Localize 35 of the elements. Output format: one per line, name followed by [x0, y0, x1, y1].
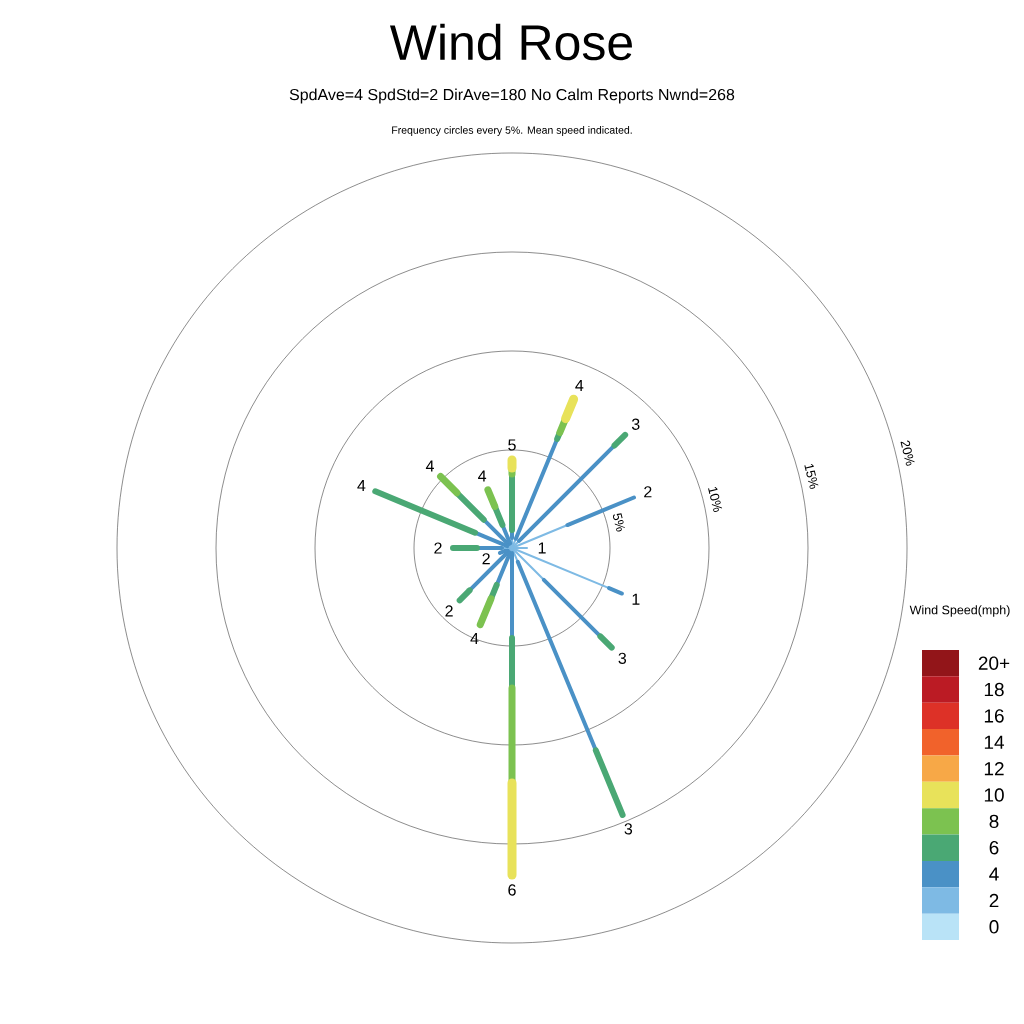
speed-label: 4: [357, 480, 366, 492]
legend-label: 20+: [978, 656, 1010, 670]
speed-label: 3: [618, 652, 627, 664]
speed-label: 1: [632, 593, 640, 605]
legend-label: 16: [984, 709, 1004, 723]
ring-label: 5%: [613, 513, 625, 532]
note: Frequency circles every 5%. Mean speed indicated.: [392, 126, 632, 136]
ring-label: 20%: [900, 440, 915, 466]
legend-label: 18: [984, 682, 1004, 697]
ring-label: 15%: [804, 463, 819, 489]
speed-label: 1: [538, 542, 546, 554]
legend-label: 12: [984, 762, 1004, 776]
speed-label: 6: [508, 884, 516, 896]
legend-label: 0: [989, 920, 999, 934]
speed-label: 5: [508, 439, 516, 451]
legend-label: 14: [984, 735, 1004, 749]
legend-label: 10: [984, 788, 1004, 802]
speed-label: 3: [631, 418, 640, 430]
legend-label: 4: [989, 867, 999, 881]
subtitle: SpdAve=4 SpdStd=2 DirAve=180 No Calm Reports Nwnd=268: [289, 88, 735, 104]
title: Wind Rose: [389, 23, 632, 61]
speed-label: 4: [478, 470, 487, 482]
speed-label: 2: [445, 605, 453, 617]
legend-label: 2: [989, 893, 999, 908]
legend-label: 6: [989, 841, 999, 855]
speed-label: 4: [575, 379, 584, 391]
legend-label: 8: [989, 814, 999, 829]
speed-label: 2: [482, 553, 490, 565]
ring-label: 10%: [708, 487, 723, 512]
speed-label: 4: [470, 633, 479, 645]
speed-label: 3: [624, 823, 633, 835]
speed-label: 2: [644, 486, 652, 498]
speed-label: 2: [434, 542, 442, 554]
legend-title: Wind Speed(mph): [909, 605, 1010, 617]
speed-label: 4: [425, 460, 434, 472]
